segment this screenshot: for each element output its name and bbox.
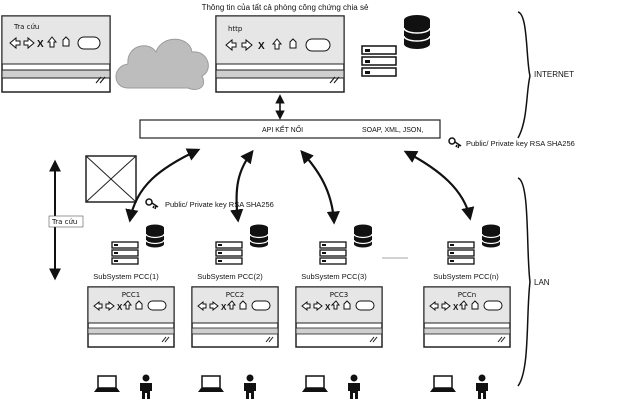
lan-bracket (517, 177, 531, 387)
svg-text:X: X (221, 303, 227, 312)
svg-text:X: X (325, 303, 331, 312)
database-icon (481, 224, 501, 248)
nav-icons: X (429, 300, 503, 312)
nav-icons: X (197, 300, 271, 312)
key-icon (145, 198, 159, 210)
browser-title-pcc: PCC3 (330, 291, 348, 299)
browser-title-http: http (228, 25, 243, 33)
image-placeholder-icon (85, 155, 137, 203)
database-icon (145, 224, 165, 248)
nav-icons: X (225, 38, 331, 52)
laptop-icon (302, 375, 328, 392)
server-icon (111, 241, 139, 265)
key-icon (448, 137, 462, 149)
browser-window-search: Tra cứu X (1, 15, 111, 93)
database-icon (353, 224, 373, 248)
search-label-box (48, 215, 84, 228)
subsystem-label: SubSystem PCC(n) (433, 272, 499, 281)
svg-text:X: X (117, 303, 123, 312)
api-bar: API KẾT NỐI SOAP, XML, JSON, (139, 119, 441, 139)
server-icon (215, 241, 243, 265)
search-label: Tra cứu (51, 218, 77, 226)
subsystem-label: SubSystem PCC(2) (197, 272, 263, 281)
arrow-api-pcc1 (125, 148, 201, 223)
diagram-title: Thông tin của tất cả phòng công chứng ch… (202, 3, 369, 12)
database-icon (403, 15, 431, 49)
server-icon (447, 241, 475, 265)
api-formats: SOAP, XML, JSON, (362, 127, 423, 134)
arrow-api-pccn (403, 150, 475, 221)
laptop-icon (198, 375, 224, 392)
svg-text:X: X (258, 41, 265, 52)
subsystem-label: SubSystem PCC(3) (301, 272, 367, 281)
svg-text:X: X (453, 303, 459, 312)
person-icon (244, 374, 256, 399)
person-icon (476, 374, 488, 399)
person-icon (348, 374, 360, 399)
api-label: API KẾT NỐI (262, 124, 303, 134)
subsystem-label: SubSystem PCC(1) (93, 272, 159, 281)
cloud-icon (115, 38, 209, 90)
server-icon (361, 45, 397, 77)
zone-label-internet: INTERNET (534, 70, 574, 79)
browser-window-http: http X (215, 15, 345, 93)
person-icon (140, 374, 152, 399)
browser-title-pcc: PCC1 (122, 291, 140, 299)
laptop-icon (430, 375, 456, 392)
laptop-icon (94, 375, 120, 392)
database-icon (249, 224, 269, 248)
nav-icons: X (301, 300, 375, 312)
svg-text:X: X (37, 39, 44, 50)
browser-title-pcc: PCC2 (226, 291, 244, 299)
zone-label-lan: LAN (534, 278, 550, 287)
arrow-api-pcc2 (230, 149, 254, 223)
nav-icons: X (9, 36, 101, 50)
server-icon (319, 241, 347, 265)
arrow-api-pcc3 (300, 150, 340, 225)
browser-title-search: Tra cứu (13, 23, 39, 31)
key-label-middle: Public/ Private key RSA SHA256 (165, 200, 274, 209)
nav-icons: X (93, 300, 167, 312)
key-label-top: Public/ Private key RSA SHA256 (466, 139, 575, 148)
browser-title-pcc: PCCn (458, 291, 476, 299)
internet-bracket (517, 11, 531, 139)
